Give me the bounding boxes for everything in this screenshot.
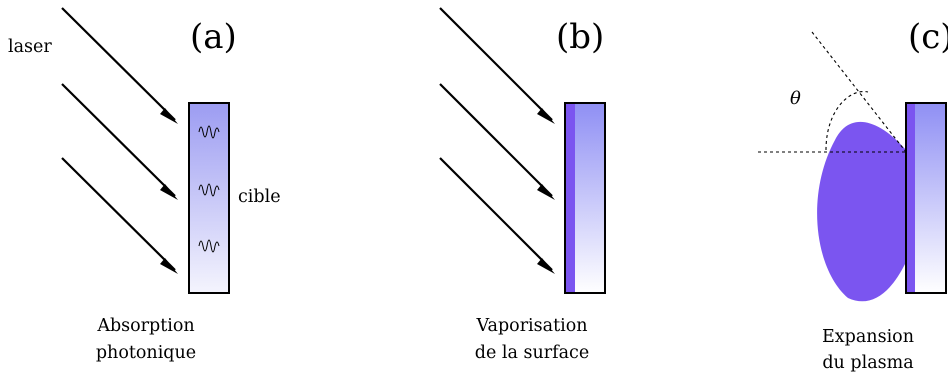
normal-line: [811, 31, 907, 153]
vapor-layer: [566, 104, 575, 292]
caption-a-line2: photonique: [96, 343, 196, 363]
vapor-layer-c: [907, 104, 915, 292]
laser-beam: [61, 157, 176, 271]
laser-beam: [439, 7, 553, 121]
arrowhead: [537, 258, 555, 274]
arrowhead: [537, 184, 555, 200]
caption-a-line1: Absorption: [96, 316, 194, 336]
angle-construction: [758, 31, 907, 153]
laser-beam: [61, 83, 176, 197]
angle-label: θ: [790, 88, 801, 109]
laser-beam: [61, 7, 176, 121]
laser-beams-b: [439, 7, 555, 274]
arrowhead: [160, 108, 178, 124]
arrowhead: [537, 108, 555, 124]
target-c-outline: [905, 102, 947, 294]
caption-b-line2: de la surface: [475, 343, 589, 363]
arrowhead: [160, 184, 178, 200]
panel-c-label: (c): [908, 17, 948, 57]
plasma-plume: [817, 121, 906, 302]
caption-c-line2: du plasma: [822, 353, 913, 373]
laser-beams-a: [61, 7, 178, 274]
target-label: cible: [238, 187, 281, 207]
target-b-outline: [564, 102, 606, 294]
laser-label: laser: [8, 37, 52, 57]
caption-b-line1: Vaporisation: [475, 316, 587, 336]
caption-c-line1: Expansion: [822, 327, 914, 347]
panel-b-label: (b): [556, 17, 604, 57]
laser-beam: [439, 157, 553, 271]
wave-icon: [198, 239, 220, 253]
target-a: [188, 102, 230, 294]
panel-c: (c) θ Expansion du plasma: [758, 17, 948, 373]
arrowhead: [160, 258, 178, 274]
angle-arc: [825, 91, 869, 151]
panel-a-label: (a): [190, 17, 237, 57]
panel-b: (b) Vaporisation de la surface: [439, 7, 606, 363]
panel-a: (a) laser cible Absorption photonique: [8, 7, 281, 363]
laser-beam: [439, 83, 553, 197]
wave-icons: [198, 125, 220, 253]
wave-icon: [198, 183, 220, 197]
wave-icon: [198, 125, 220, 139]
